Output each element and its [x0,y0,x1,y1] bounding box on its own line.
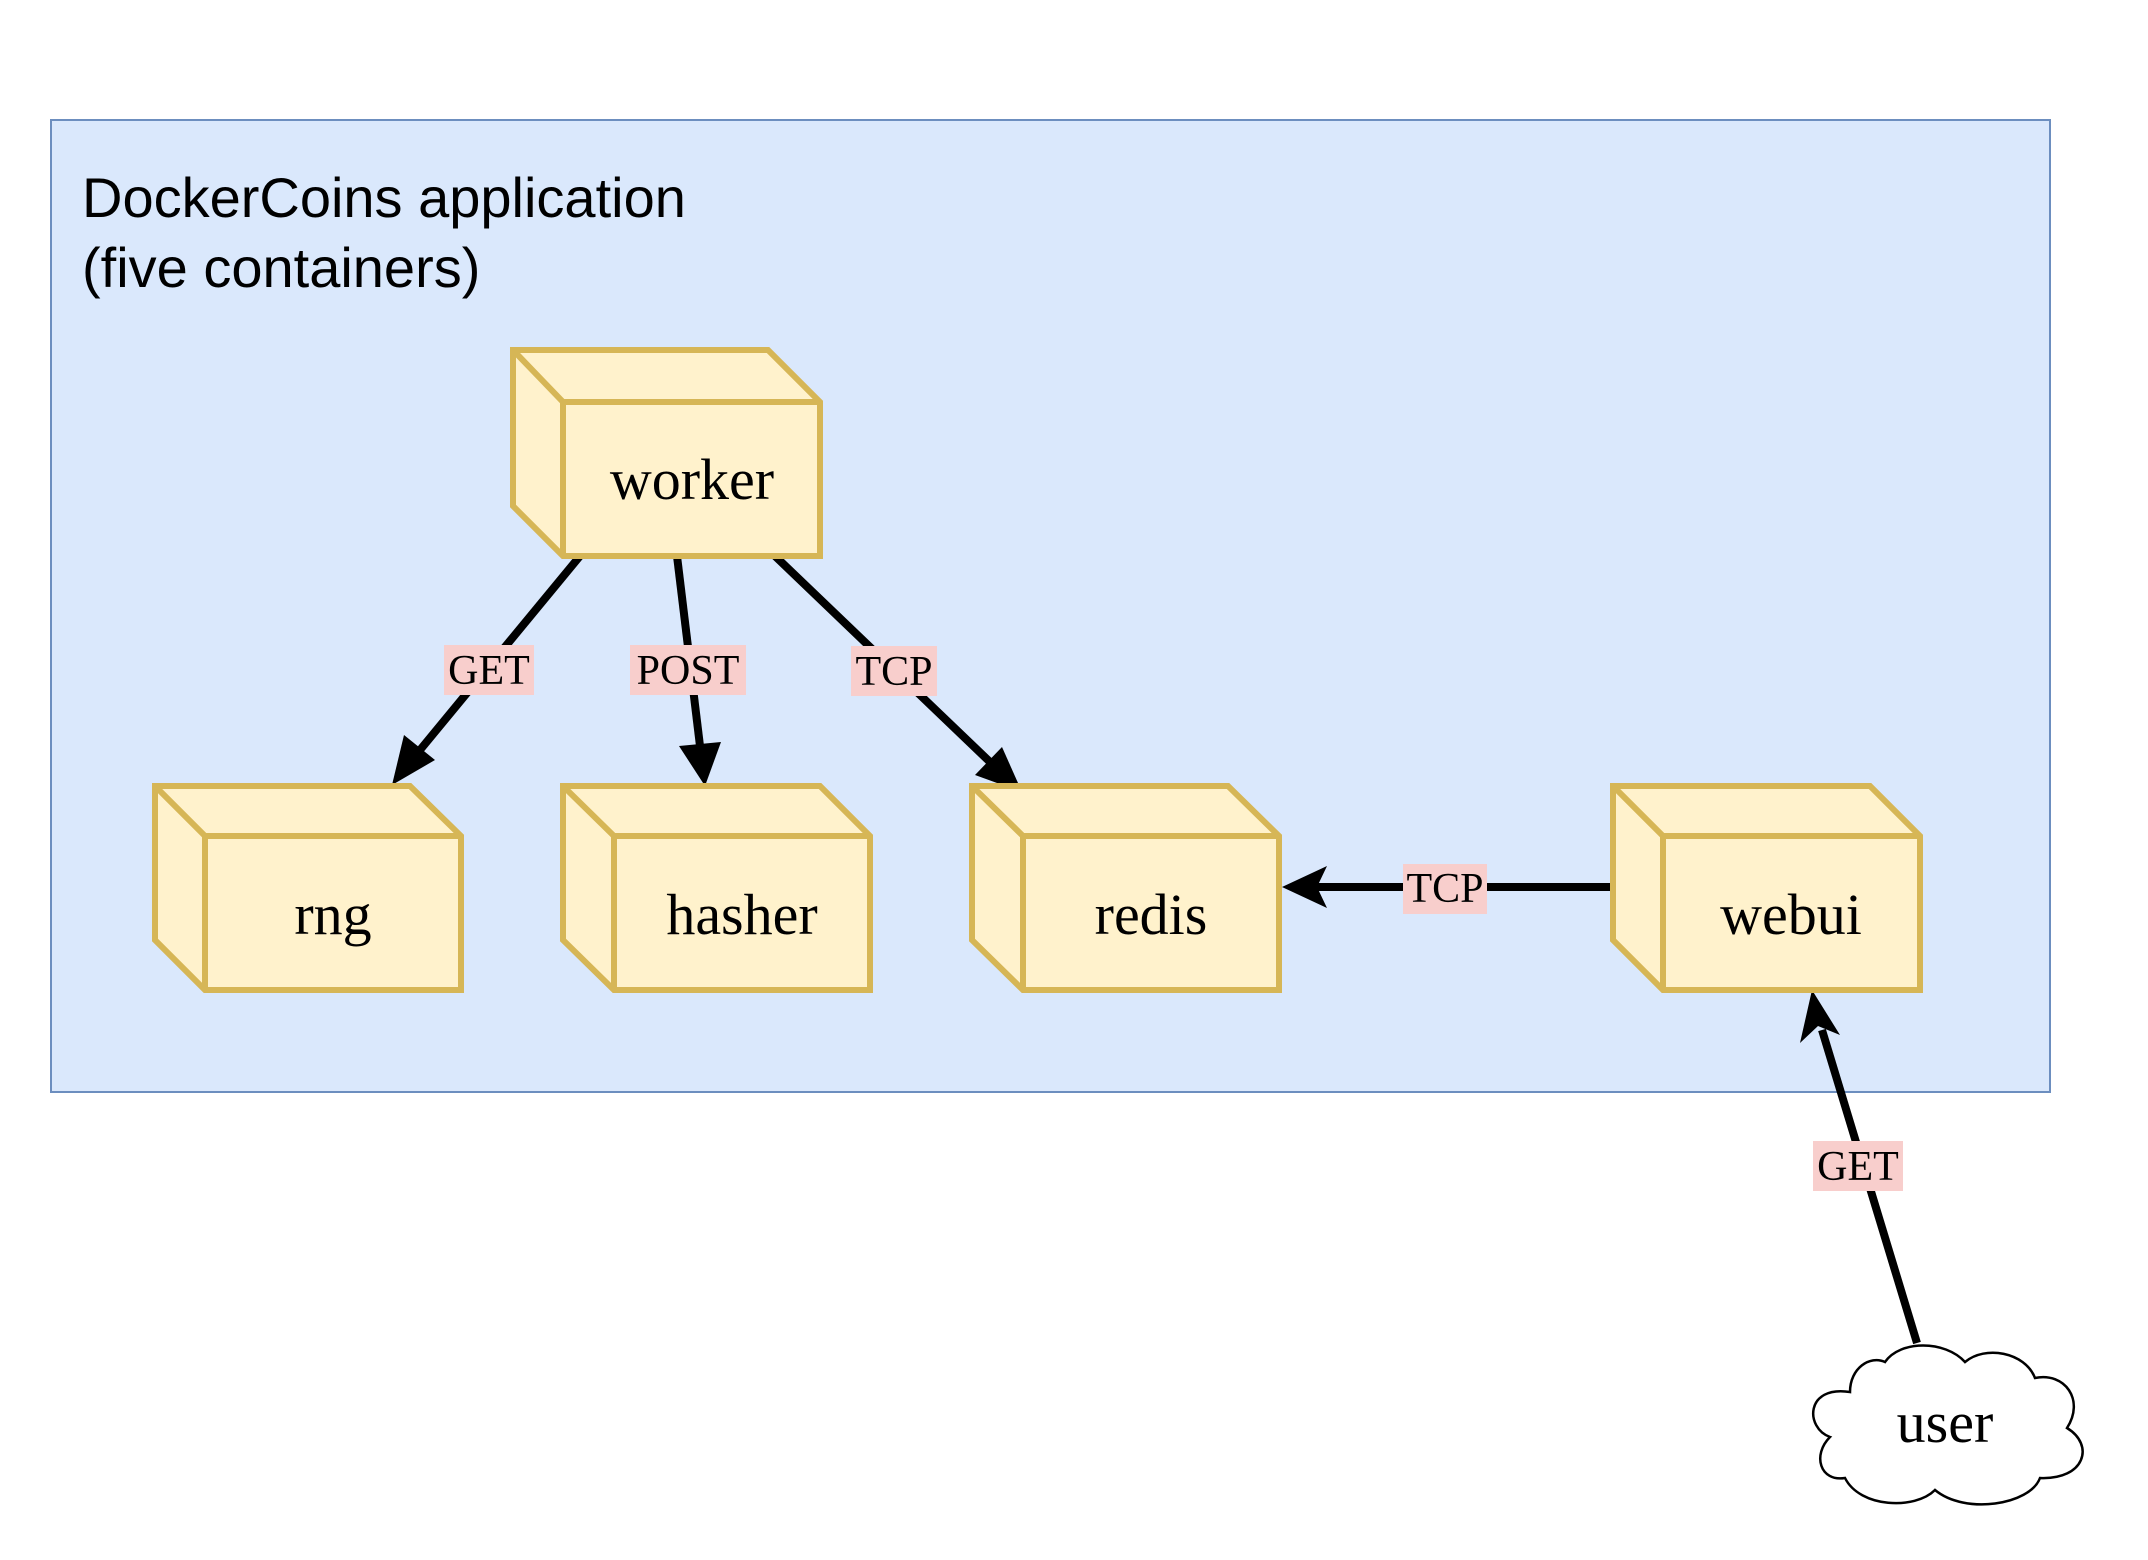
node-label-hasher: hasher [666,882,817,947]
node-label-worker: worker [610,447,774,512]
node-hasher[interactable]: hasher [560,783,873,993]
arrowhead-hasher [679,742,721,786]
edge-label-worker-rng: GET [448,648,530,694]
edge-label-bg [851,646,937,696]
edge-label-webui-redis: TCP [1406,866,1483,912]
node-rng[interactable]: rng [152,783,464,993]
container-box-edge [1610,783,1920,990]
edge-label-user-webui: GET [1817,1144,1899,1190]
container-box-edge [560,783,870,990]
arrowhead-rng [392,735,435,785]
edge-label-bg [1403,864,1487,914]
node-user[interactable]: user [1812,1344,2084,1506]
node-label-webui: webui [1720,882,1862,947]
arrowhead-webui-redis [1282,866,1327,908]
node-redis[interactable]: redis [969,783,1282,993]
arrowheads [392,735,1840,1043]
edge-labels: GET POST TCP TCP GET [444,645,1903,1191]
node-label-user: user [1897,1390,1994,1455]
container-box-edge [510,347,820,556]
edge-label-bg [630,645,746,695]
node-label-rng: rng [294,882,371,947]
arrowhead-user-webui [1800,990,1840,1043]
container-box-edge [152,783,461,990]
arrowhead-redis [975,747,1022,792]
group-title-line1: DockerCoins application [82,166,686,229]
cloud-icon [1812,1344,2084,1506]
container-box-edge [969,783,1279,990]
edge-label-worker-redis: TCP [855,649,932,695]
node-label-redis: redis [1095,882,1208,947]
node-worker[interactable]: worker [510,347,823,559]
edge-label-bg [444,645,534,695]
group-title-line2: (five containers) [82,236,480,299]
edge-label-bg [1813,1141,1903,1191]
node-webui[interactable]: webui [1610,783,1923,993]
edge-label-worker-hasher: POST [637,648,740,694]
